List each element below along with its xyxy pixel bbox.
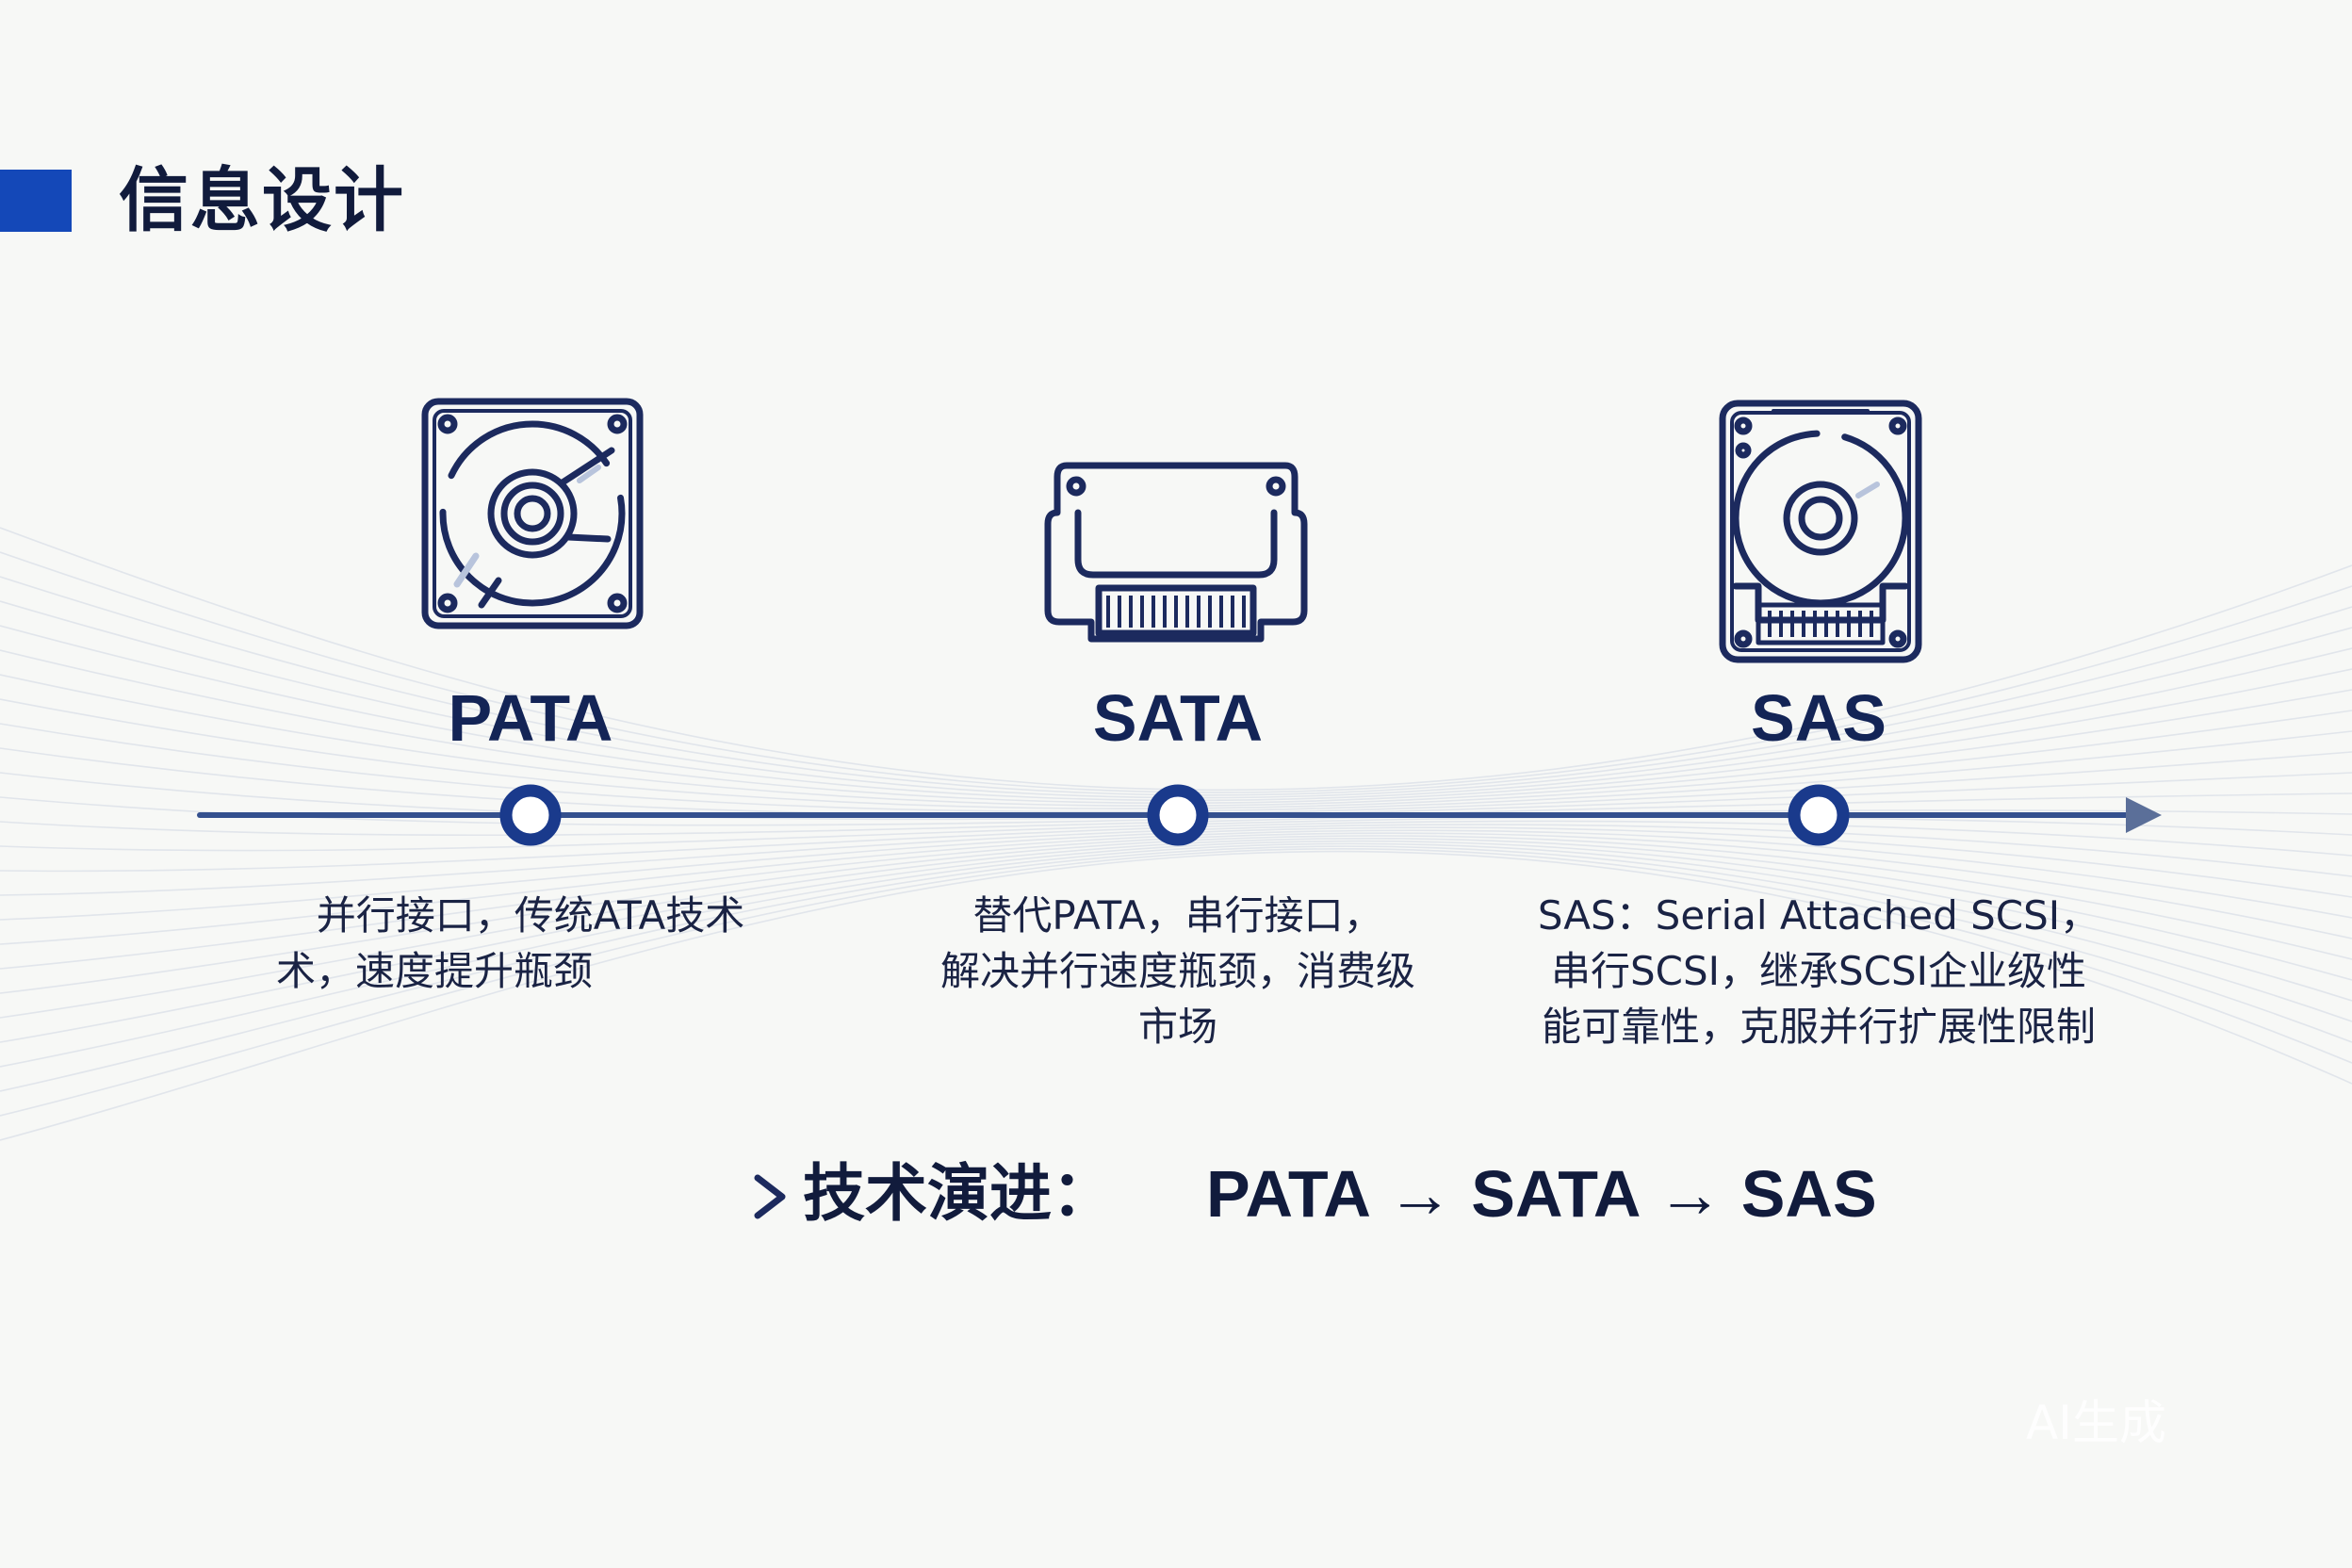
page-title: 信息设计 — [119, 160, 405, 241]
evolution-flow: PATA → SATA → SAS — [1206, 1157, 1877, 1231]
background-line — [0, 698, 2352, 810]
stage-description-pata: 并行接口，传统ATA技术 术，速度提升瓶颈 — [248, 888, 813, 999]
background-line — [0, 816, 2352, 852]
background-line — [0, 838, 2352, 1019]
background-line — [0, 826, 2352, 921]
timeline-node-sas — [1788, 784, 1850, 846]
background-line — [0, 527, 2352, 792]
timeline-arrowhead — [2126, 797, 2162, 833]
background-line — [0, 820, 2352, 873]
hard-disk-drive-icon — [421, 398, 644, 629]
background-line — [0, 625, 2352, 802]
stage-label-pata: PATA — [448, 681, 613, 755]
sata-drive-icon — [1044, 462, 1308, 643]
stage-description-sas: SAS：Serial Attached SCSI， 串行SCSI，继承SCSI企… — [1517, 888, 2120, 1054]
description-line: 市场 — [1137, 1004, 1217, 1050]
description-line: 串行SCSI，继承SCSI企业级性 — [1550, 948, 2087, 994]
background-line — [0, 674, 2352, 808]
background-line — [0, 576, 2352, 796]
description-line: 能可靠性，克服并行扩展性限制 — [1541, 1004, 2096, 1050]
background-line — [0, 723, 2352, 813]
background-line — [0, 832, 2352, 970]
stage-label-sas: SAS — [1751, 681, 1886, 755]
description-line: 并行接口，传统ATA技术 — [316, 892, 745, 939]
timeline-node-pata — [499, 784, 562, 846]
background-line — [0, 772, 2352, 821]
background-line — [0, 649, 2352, 805]
evolution-label: 技术演进： — [803, 1157, 1114, 1230]
stage-label-sata: SATA — [1092, 681, 1264, 755]
background-line — [0, 551, 2352, 793]
description-line: SAS：Serial Attached SCSI， — [1537, 892, 2100, 939]
background-line — [0, 842, 2352, 1068]
background-line — [0, 845, 2352, 1092]
background-line — [0, 600, 2352, 799]
background-line — [0, 835, 2352, 994]
background-line — [0, 829, 2352, 945]
background-line — [0, 850, 2352, 1141]
stage-description-sata: 替代PATA，串行接口， 解决并行速度瓶颈，消费级 市场 — [895, 888, 1461, 1054]
timeline-node-sata — [1147, 784, 1209, 846]
background-line — [0, 848, 2352, 1117]
title-accent-bar — [0, 170, 72, 232]
background-line — [0, 824, 2352, 896]
description-line: 术，速度提升瓶颈 — [276, 948, 594, 994]
watermark: AI生成 — [2026, 1396, 2166, 1450]
description-line: 解决并行速度瓶颈，消费级 — [939, 948, 1415, 994]
timeline — [197, 784, 2162, 846]
arrow-right-icon — [626, 1174, 786, 1219]
sas-drive-icon — [1719, 400, 1922, 663]
description-line: 替代PATA，串行接口， — [972, 892, 1383, 939]
background-line — [0, 840, 2352, 1043]
background-line — [0, 809, 2352, 837]
